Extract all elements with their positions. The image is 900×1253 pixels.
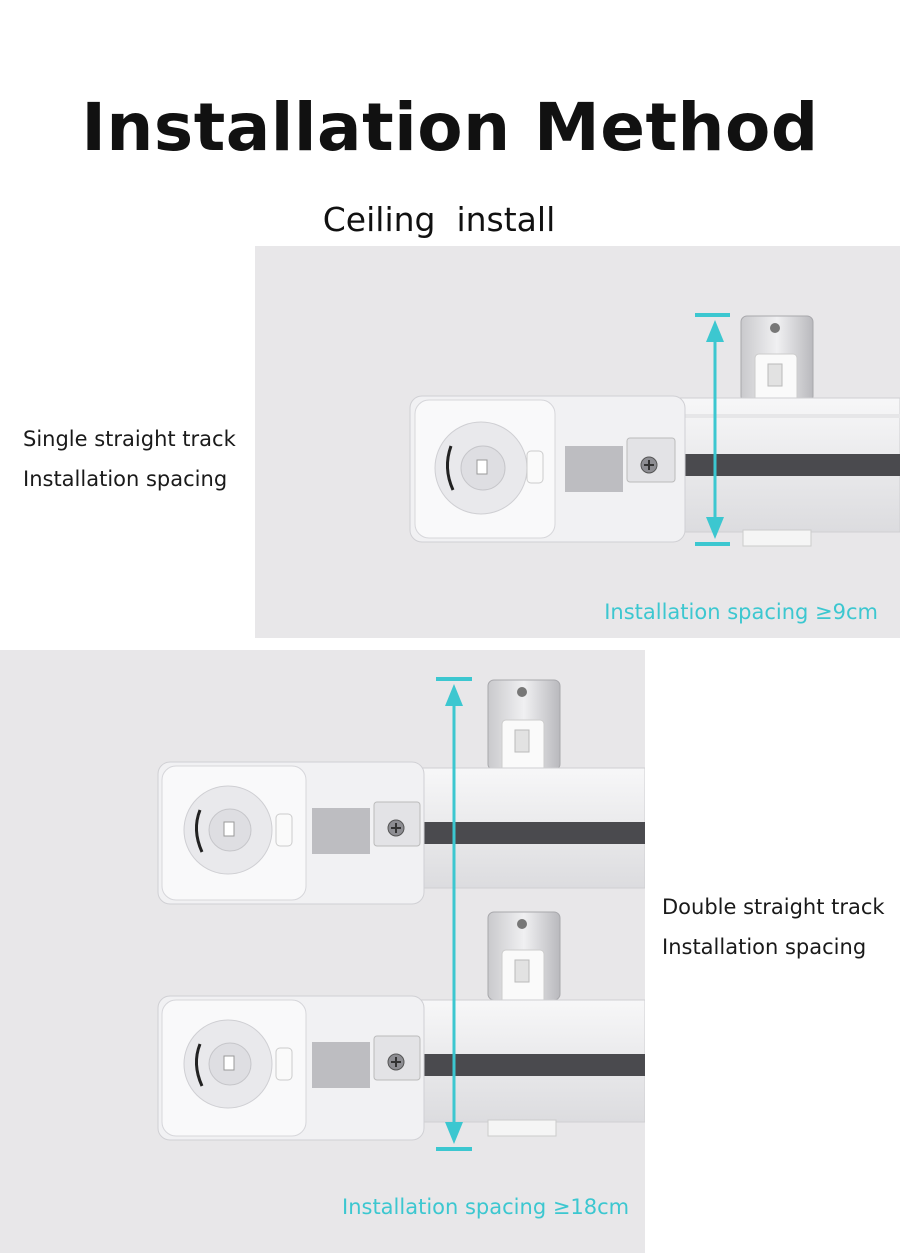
single-track-label-line1: Single straight track — [23, 427, 236, 451]
double-track-label: Double straight track Installation spaci… — [662, 887, 885, 967]
track-rail — [674, 397, 900, 547]
end-cap-icon — [409, 395, 686, 543]
ceiling-bracket-icon — [740, 315, 814, 407]
page-title: Installation Method — [81, 89, 819, 166]
spacing-dimension-arrow-icon — [695, 313, 730, 546]
double-track-label-line2: Installation spacing — [662, 935, 867, 959]
upper-track — [157, 679, 645, 905]
lower-track — [157, 911, 645, 1141]
double-spacing-label: Installation spacing ≥18cm — [342, 1195, 630, 1219]
single-track-illustration — [409, 313, 900, 547]
single-track-image: Installation spacing ≥9cm — [255, 246, 900, 638]
single-track-label-line2: Installation spacing — [23, 467, 228, 491]
double-track-image: Installation spacing ≥18cm — [0, 650, 645, 1253]
single-spacing-label: Installation spacing ≥9cm — [604, 600, 878, 624]
double-track-label-line1: Double straight track — [662, 895, 885, 919]
single-track-label: Single straight track Installation spaci… — [23, 419, 236, 499]
double-track-illustration — [157, 677, 645, 1151]
spacing-dimension-arrow-icon — [436, 677, 472, 1151]
section-subtitle: Ceiling install — [322, 200, 556, 239]
